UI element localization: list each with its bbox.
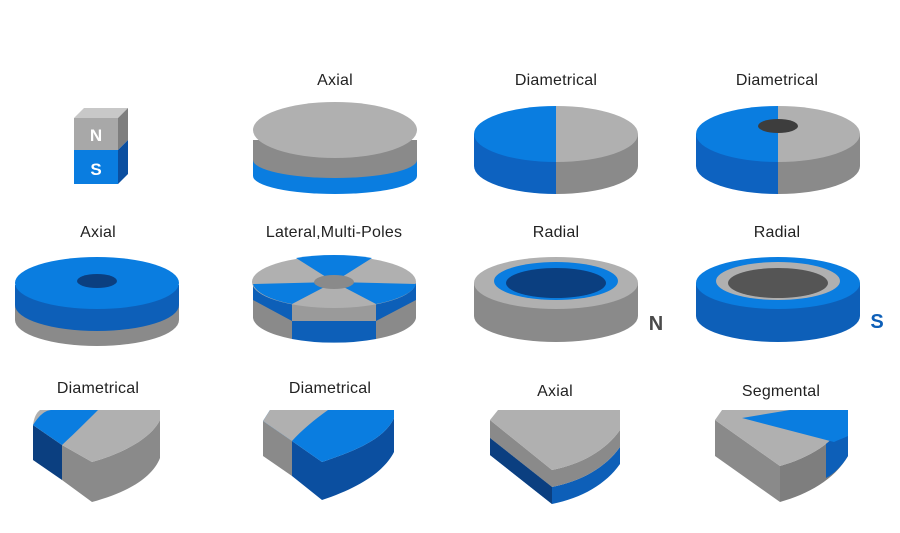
block-south-label: S <box>90 160 101 179</box>
label-r2-lateral: Lateral,Multi-Poles <box>265 224 403 241</box>
diametrical-ring-icon <box>696 106 860 194</box>
radial-ring-north-icon: N <box>474 257 663 342</box>
label-r2-radial-b: Radial <box>753 224 801 241</box>
label-r1-diametrical-a: Diametrical <box>514 72 598 89</box>
axial-disc-icon <box>253 102 417 194</box>
label-r1-axial: Axial <box>317 72 353 89</box>
arc-segment-diametrical-a-icon <box>33 410 160 502</box>
diametrical-disc-icon <box>474 106 638 194</box>
label-r2-radial-a: Radial <box>532 224 580 241</box>
block-north-label: N <box>90 126 102 145</box>
label-r1-diametrical-b: Diametrical <box>735 72 819 89</box>
arc-segment-segmental-icon <box>715 410 848 502</box>
axial-ring-icon <box>15 257 179 346</box>
radial-ring-south-icon: S <box>696 257 884 342</box>
label-r2-axial: Axial <box>80 224 116 241</box>
arc-segment-diametrical-b-icon <box>263 410 394 500</box>
label-r3-segmental: Segmental <box>741 383 821 400</box>
block-magnet-icon: N S <box>74 108 128 184</box>
label-r3-diametrical-b: Diametrical <box>288 380 372 397</box>
arc-segment-axial-icon <box>490 410 620 504</box>
radial-south-label: S <box>870 311 883 333</box>
radial-north-label: N <box>649 313 663 335</box>
multipole-ring-icon <box>252 255 416 343</box>
label-r3-axial: Axial <box>537 383 573 400</box>
label-r3-diametrical-a: Diametrical <box>56 380 140 397</box>
